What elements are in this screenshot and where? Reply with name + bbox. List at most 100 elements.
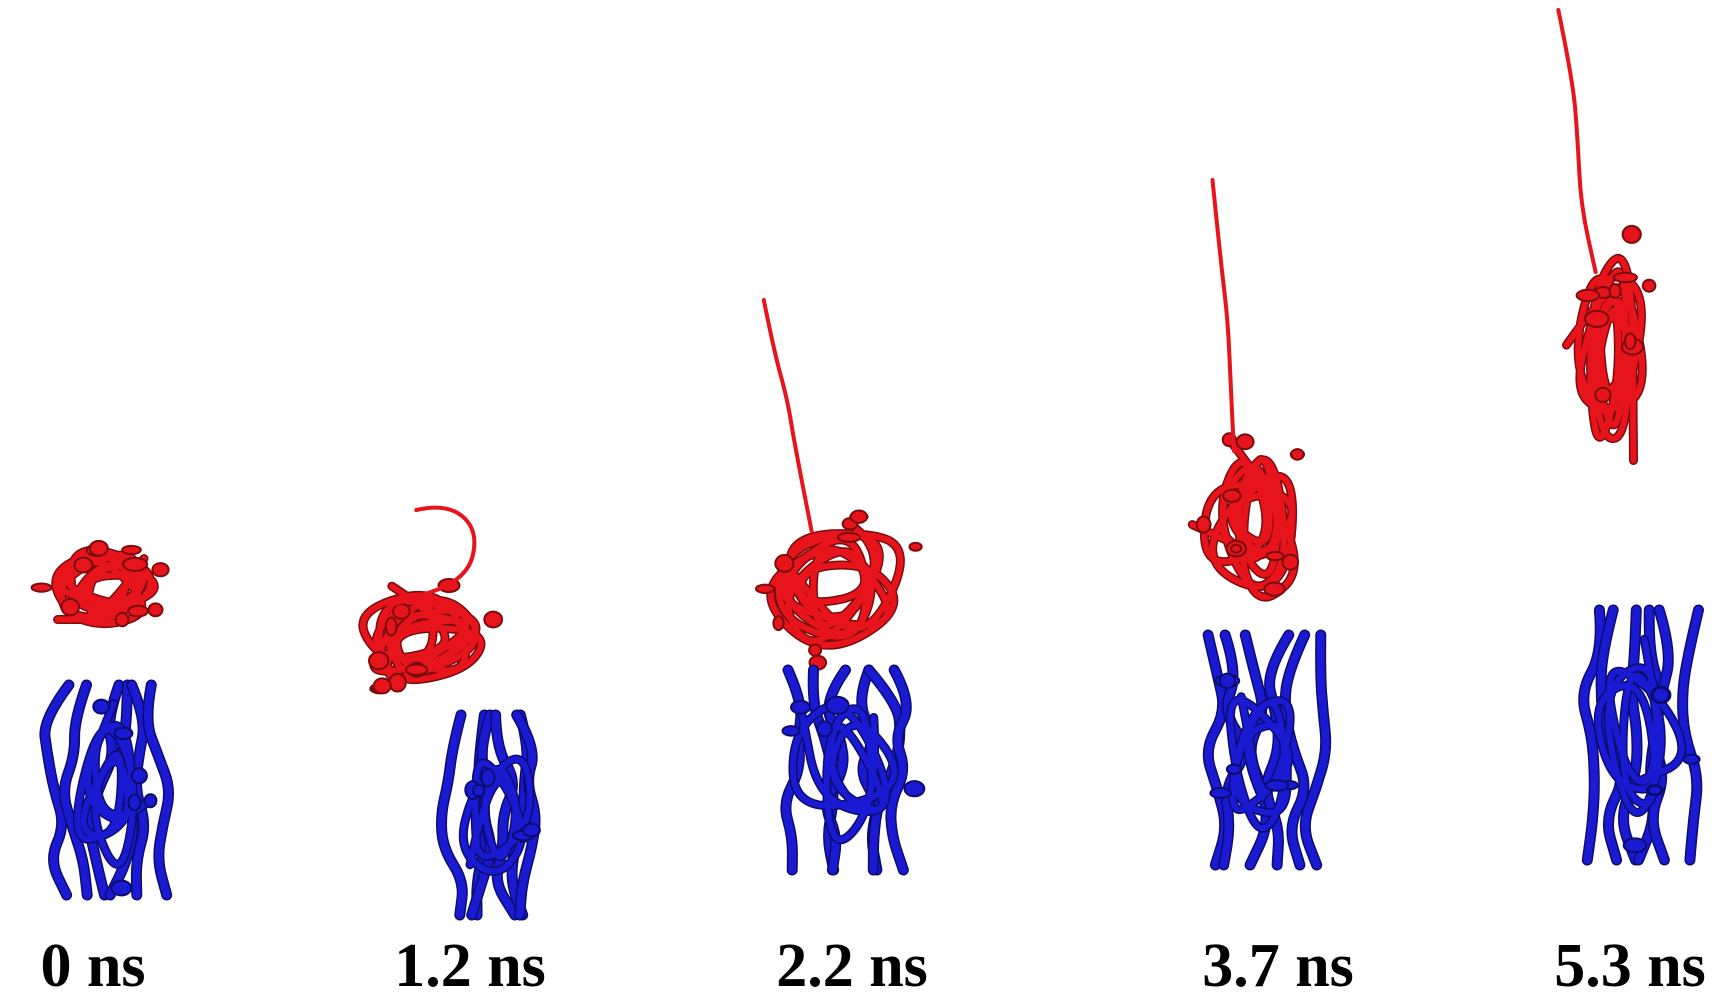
blue-domain-loop-ribbon [1227, 693, 1294, 831]
red-domain-helix [1195, 515, 1212, 534]
red-domain-5-3ns [1556, 8, 1657, 465]
red-domain-helix [151, 562, 170, 578]
red-domain-helix [122, 556, 149, 572]
red-domain-helix [1265, 550, 1285, 562]
red-domain-ribbon [1189, 436, 1298, 600]
blue-domain-strand [144, 681, 173, 899]
red-domain-helix [384, 616, 398, 637]
time-label-2-2ns: 2.2 ns [776, 932, 928, 1000]
red-domain-helix [114, 612, 130, 628]
blue-domain-loop-helix [1651, 686, 1671, 704]
red-domain-helix [1584, 309, 1610, 328]
red-domain-helix [774, 554, 795, 573]
red-domain-helix [1575, 288, 1601, 302]
red-domain-helix [1263, 581, 1286, 597]
red-domain-helix [755, 583, 776, 594]
blue-domain-loop-helix [1218, 672, 1237, 690]
blue-domain-loop-helix [110, 879, 133, 897]
red-domain-ribbon [52, 547, 158, 627]
blue-domain-2-2ns [780, 664, 926, 876]
red-domain-helix [127, 604, 149, 618]
blue-domain-0ns [39, 679, 175, 901]
blue-domain-loop-helix [1682, 753, 1701, 765]
blue-domain-5-3ns [1578, 604, 1704, 866]
blue-domain-loop-helix [825, 695, 850, 715]
red-domain-helix [147, 602, 164, 618]
blue-domain-loop-helix [903, 780, 926, 798]
red-domain-tail [1210, 178, 1236, 453]
time-label-5-3ns: 5.3 ns [1554, 932, 1706, 1000]
red-domain-helix [121, 544, 142, 556]
red-domain-helix [1641, 278, 1657, 293]
red-domain-helix [73, 556, 94, 574]
blue-domain-loop-helix [143, 793, 158, 809]
blue-domain-loop-helix [480, 768, 496, 788]
blue-domain-loop-helix [472, 783, 486, 798]
blue-domain-strand [1678, 606, 1703, 864]
red-domain-helix [88, 539, 109, 557]
red-domain-0ns [30, 539, 170, 629]
blue-domain-strand [1281, 631, 1309, 869]
blue-domain-loop-helix [1622, 837, 1648, 854]
blue-domain-loop-ribbon [460, 756, 533, 875]
red-domain-helix [368, 651, 390, 671]
blue-domain-loop-helix [127, 793, 142, 812]
blue-domain-loop-helix [816, 720, 833, 738]
red-domain-helix [372, 677, 392, 695]
red-domain-helix [1281, 553, 1300, 571]
red-domain-helix [1594, 386, 1612, 403]
blue-domain-loop-helix [781, 725, 801, 737]
blue-domain-loop-helix [522, 822, 541, 838]
red-domain-helix [1290, 448, 1305, 461]
red-domain-ribbon [767, 520, 904, 649]
red-domain-helix [1222, 488, 1242, 503]
red-domain-helix [1230, 543, 1243, 554]
snapshot-1-2ns [358, 505, 541, 921]
red-domain-helix [1608, 283, 1622, 299]
red-domain-3-7ns [1187, 178, 1306, 602]
blue-domain-loop-ribbon [1595, 636, 1685, 816]
red-domain-helix [405, 663, 429, 676]
blue-domain-3-7ns [1202, 629, 1332, 871]
blue-domain-loop-helix [92, 698, 111, 715]
red-domain-helix [1612, 271, 1639, 284]
time-label-3-7ns: 3.7 ns [1202, 932, 1354, 1000]
red-domain-helix [772, 615, 785, 632]
blue-domain-loop-helix [113, 726, 134, 741]
red-domain-2-2ns [755, 298, 923, 671]
red-domain-helix [849, 509, 869, 524]
blue-domain-loop-helix [1209, 787, 1232, 799]
red-domain-helix [388, 672, 407, 693]
red-domain-helix [30, 582, 53, 593]
blue-domain-strand [40, 681, 73, 899]
blue-domain-strand [1301, 631, 1330, 869]
blue-domain-1-2ns [436, 709, 541, 921]
blue-domain-strand [1579, 606, 1605, 864]
red-domain-helix [483, 610, 504, 629]
red-domain-tail [1556, 8, 1598, 274]
red-domain-helix [908, 541, 923, 552]
red-domain-helix [1235, 433, 1255, 451]
blue-domain-strand [512, 711, 540, 919]
blue-domain-loop-helix [790, 699, 812, 715]
blue-domain-strand [60, 681, 92, 899]
blue-domain-loop-helix [1225, 763, 1242, 775]
red-domain-1-2ns [358, 505, 504, 695]
red-domain-helix [808, 643, 823, 657]
red-domain-tail [392, 505, 477, 606]
blue-domain-loop-helix [1264, 779, 1290, 792]
snapshot-3-7ns [1187, 178, 1332, 871]
blue-domain-strand [437, 711, 467, 919]
snapshot-0ns [30, 539, 175, 901]
red-domain-helix [836, 532, 862, 543]
blue-domain-loop-helix [130, 767, 148, 785]
blue-domain-loop-ribbon [74, 700, 154, 868]
time-label-1-2ns: 1.2 ns [394, 932, 546, 1000]
snapshot-2-2ns [755, 298, 926, 876]
blue-domain-loop-helix [1647, 784, 1663, 796]
snapshot-5-3ns [1556, 8, 1704, 866]
red-domain-helix [1621, 224, 1642, 244]
red-domain-helix [392, 603, 411, 620]
